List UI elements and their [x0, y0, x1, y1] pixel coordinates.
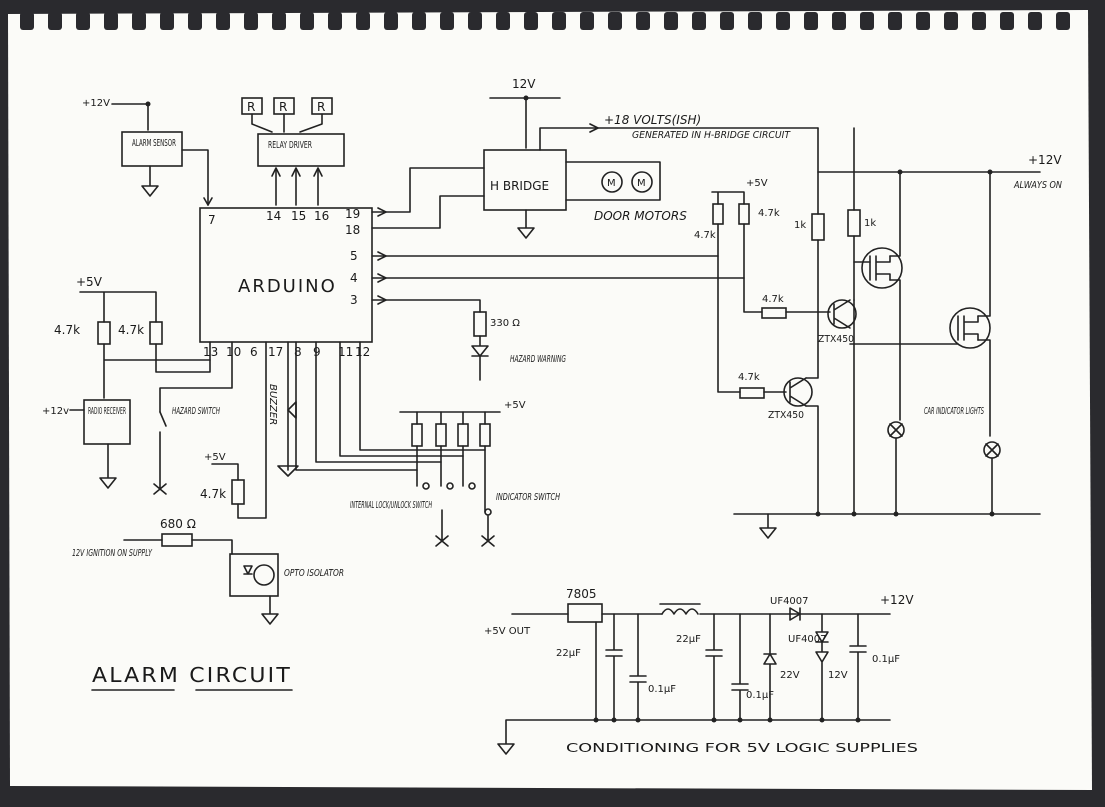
pin-18-label: 18	[345, 223, 360, 237]
svg-text:ALWAYS ON: ALWAYS ON	[1013, 180, 1062, 191]
pin-11-label: 11	[338, 345, 353, 359]
power-supply: 7805 +5V OUT +12V UF4007 22µF 0.1µF 22µF…	[484, 587, 918, 755]
svg-text:HAZARD SWITCH: HAZARD SWITCH	[172, 406, 220, 417]
pin-7-label: 7	[208, 213, 216, 227]
pin-9-label: 9	[313, 345, 321, 359]
relay-2: R	[279, 100, 287, 114]
motor-1: M	[607, 178, 616, 189]
svg-text:ALARM SENSOR: ALARM SENSOR	[132, 138, 176, 149]
svg-text:1k: 1k	[794, 220, 806, 231]
h-bridge: 12V H BRIDGE +18 VOLTS(ISH) GENERATED IN…	[371, 77, 819, 239]
svg-text:0.1µF: 0.1µF	[746, 690, 774, 701]
svg-text:0.1µF: 0.1µF	[648, 684, 676, 695]
pin-4-label: 4	[350, 271, 358, 285]
svg-text:+5V: +5V	[504, 400, 526, 411]
svg-text:BUZZER: BUZZER	[267, 384, 278, 425]
svg-text:+5V: +5V	[204, 452, 226, 463]
input-section: +5V 4.7k 4.7k +12v RADIO RECEIVER HAZARD…	[42, 275, 344, 625]
svg-text:ZTX450: ZTX450	[768, 410, 804, 421]
svg-text:22µF: 22µF	[556, 648, 581, 659]
pin-3-label: 3	[350, 293, 358, 307]
svg-text:RELAY DRIVER: RELAY DRIVER	[268, 140, 312, 151]
svg-text:12V IGNITION ON SUPPLY: 12V IGNITION ON SUPPLY	[72, 548, 153, 559]
pin-10-label: 10	[226, 345, 241, 359]
alarm-sensor: +12V ALARM SENSOR	[82, 98, 213, 206]
svg-text:4.7k: 4.7k	[54, 323, 80, 337]
svg-text:4.7k: 4.7k	[694, 230, 716, 241]
svg-text:+5V OUT: +5V OUT	[484, 626, 531, 637]
svg-text:GENERATED IN H-BRIDGE CIRCUIT: GENERATED IN H-BRIDGE CIRCUIT	[632, 130, 791, 141]
svg-text:UF4007: UF4007	[770, 596, 809, 607]
indicator-driver: +5V 4.7k 4.7k 4.7k ZTX450 4.7k ZTX450 1k…	[694, 127, 1062, 539]
svg-text:+18 VOLTS(ISH): +18 VOLTS(ISH)	[604, 113, 701, 127]
svg-text:ARDUINO: ARDUINO	[238, 276, 337, 297]
output-wires: 330 Ω HAZARD WARNING	[371, 251, 745, 381]
paper-sheet	[8, 10, 1092, 790]
relay-3: R	[317, 100, 325, 114]
svg-text:CAR INDICATOR LIGHTS: CAR INDICATOR LIGHTS	[924, 406, 984, 417]
pin-12-label: 12	[355, 345, 370, 359]
pin-15-label: 15	[291, 209, 306, 223]
pin-5-label: 5	[350, 249, 358, 263]
power-caption: CONDITIONING FOR 5V LOGIC SUPPLIES	[566, 741, 918, 755]
svg-text:H BRIDGE: H BRIDGE	[490, 179, 549, 193]
svg-text:680 Ω: 680 Ω	[160, 517, 196, 531]
svg-text:+12V: +12V	[82, 98, 110, 109]
svg-text:DOOR MOTORS: DOOR MOTORS	[594, 209, 687, 223]
pin-8-label: 8	[294, 345, 302, 359]
svg-text:HAZARD WARNING: HAZARD WARNING	[510, 354, 566, 365]
svg-text:4.7k: 4.7k	[762, 294, 784, 305]
motor-2: M	[637, 178, 646, 189]
pin-16-label: 16	[314, 209, 329, 223]
svg-text:INTERNAL LOCK/UNLOCK SWITCH: INTERNAL LOCK/UNLOCK SWITCH	[350, 500, 432, 511]
pin-6-label: 6	[250, 345, 258, 359]
svg-text:4.7k: 4.7k	[738, 372, 760, 383]
svg-text:22V: 22V	[780, 670, 800, 681]
pin-17-label: 17	[268, 345, 283, 359]
svg-text:12V: 12V	[512, 77, 536, 91]
svg-text:UF4007: UF4007	[788, 634, 827, 645]
svg-text:INDICATOR SWITCH: INDICATOR SWITCH	[496, 492, 560, 503]
svg-text:330 Ω: 330 Ω	[490, 318, 520, 329]
svg-text:4.7k: 4.7k	[758, 208, 780, 219]
pin-14-label: 14	[266, 209, 281, 223]
svg-text:4.7k: 4.7k	[118, 323, 144, 337]
relay-driver: R R R RELAY DRIVER	[241, 97, 345, 206]
svg-text:22µF: 22µF	[676, 634, 701, 645]
svg-text:ALARM CIRCUIT: ALARM CIRCUIT	[92, 663, 292, 687]
svg-text:12V: 12V	[828, 670, 848, 681]
svg-text:1k: 1k	[864, 218, 876, 229]
svg-text:0.1µF: 0.1µF	[872, 654, 900, 665]
diagram-title: ALARM CIRCUIT	[91, 663, 293, 691]
switch-bank: +5V INTERNAL LOCK/UNLOCK SWITCH INDICATO…	[295, 341, 560, 547]
pin-19-label: 19	[345, 207, 360, 221]
svg-text:OPTO ISOLATOR: OPTO ISOLATOR	[284, 568, 344, 579]
svg-text:+12V: +12V	[1028, 153, 1062, 167]
svg-text:+12v: +12v	[42, 406, 69, 417]
svg-text:+12V: +12V	[880, 593, 914, 607]
svg-text:+5V: +5V	[746, 178, 768, 189]
svg-text:RADIO RECEIVER: RADIO RECEIVER	[88, 406, 126, 417]
arduino-block: ARDUINO 7 14 15 16 19 18 5 4 3 13 10 6 1…	[199, 207, 373, 359]
svg-text:ZTX450: ZTX450	[818, 334, 854, 345]
relay-1: R	[247, 100, 255, 114]
svg-text:4.7k: 4.7k	[200, 487, 226, 501]
spiral-binding	[20, 12, 1070, 30]
svg-text:7805: 7805	[566, 587, 597, 601]
svg-text:+5V: +5V	[76, 275, 103, 289]
